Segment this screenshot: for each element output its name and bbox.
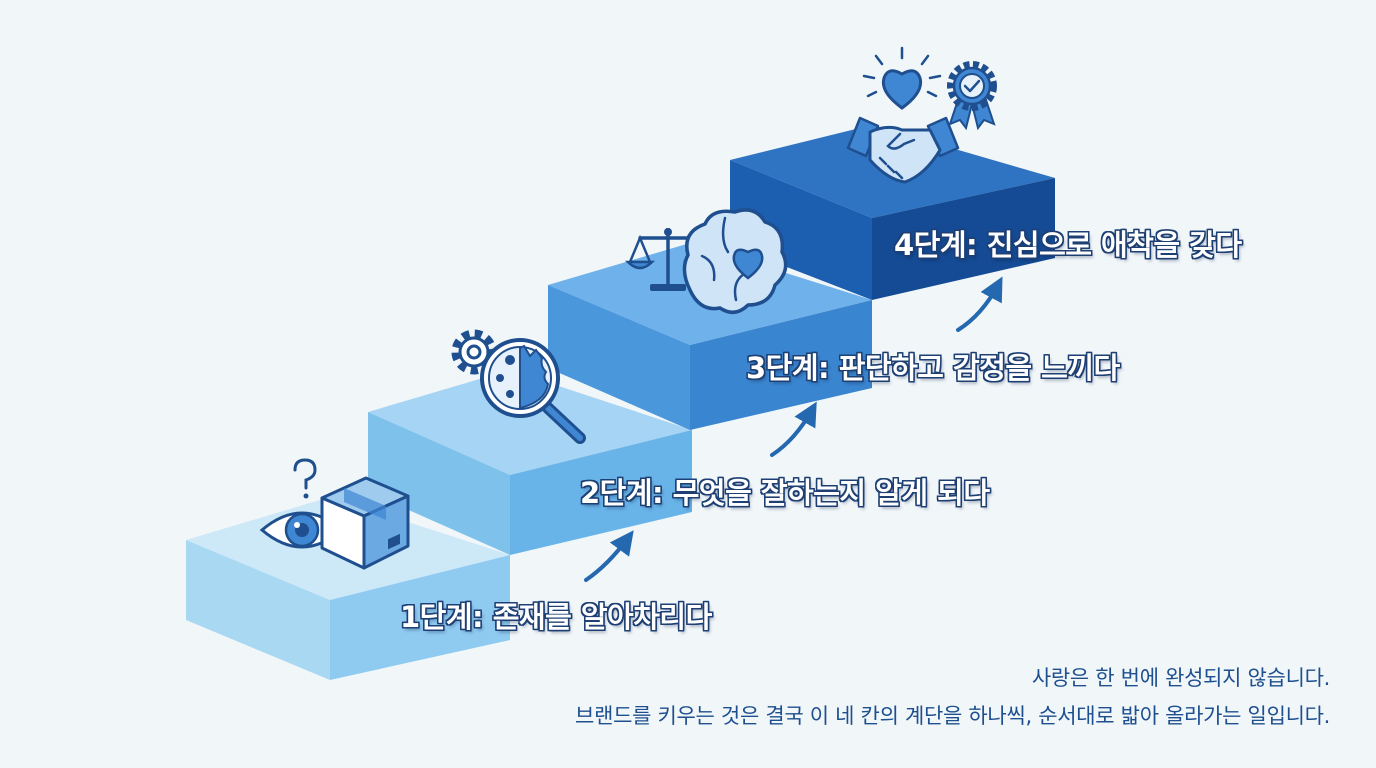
package-box-icon: [320, 476, 410, 570]
step-3-label: 3단계: 판단하고 감정을 느끼다: [746, 351, 1120, 385]
person-profile-icon: [496, 344, 550, 410]
arrow-to-step-4: [956, 276, 1003, 332]
arrow-to-step-2: [584, 530, 634, 582]
question-mark-icon: [293, 458, 317, 499]
award-badge-icon: [947, 61, 997, 131]
brain-heart-icon: [682, 208, 788, 315]
step-2-label: 2단계: 무엇을 잘하는지 알게 되다: [580, 476, 990, 510]
heart-icon: [862, 46, 942, 110]
footer-line-2: 브랜드를 키우는 것은 결국 이 네 칸의 계단을 하나씩, 순서대로 밟아 올…: [575, 704, 1330, 728]
step-2-block: [368, 370, 692, 555]
step-1-label: 1단계: 존재를 알아차리다: [400, 600, 712, 634]
handshake-icon: [846, 116, 960, 184]
arrow-to-step-3: [770, 401, 817, 457]
step-4-label: 4단계: 진심으로 애착을 갖다: [894, 228, 1242, 262]
footer-line-1: 사랑은 한 번에 완성되지 않습니다.: [1031, 666, 1330, 690]
